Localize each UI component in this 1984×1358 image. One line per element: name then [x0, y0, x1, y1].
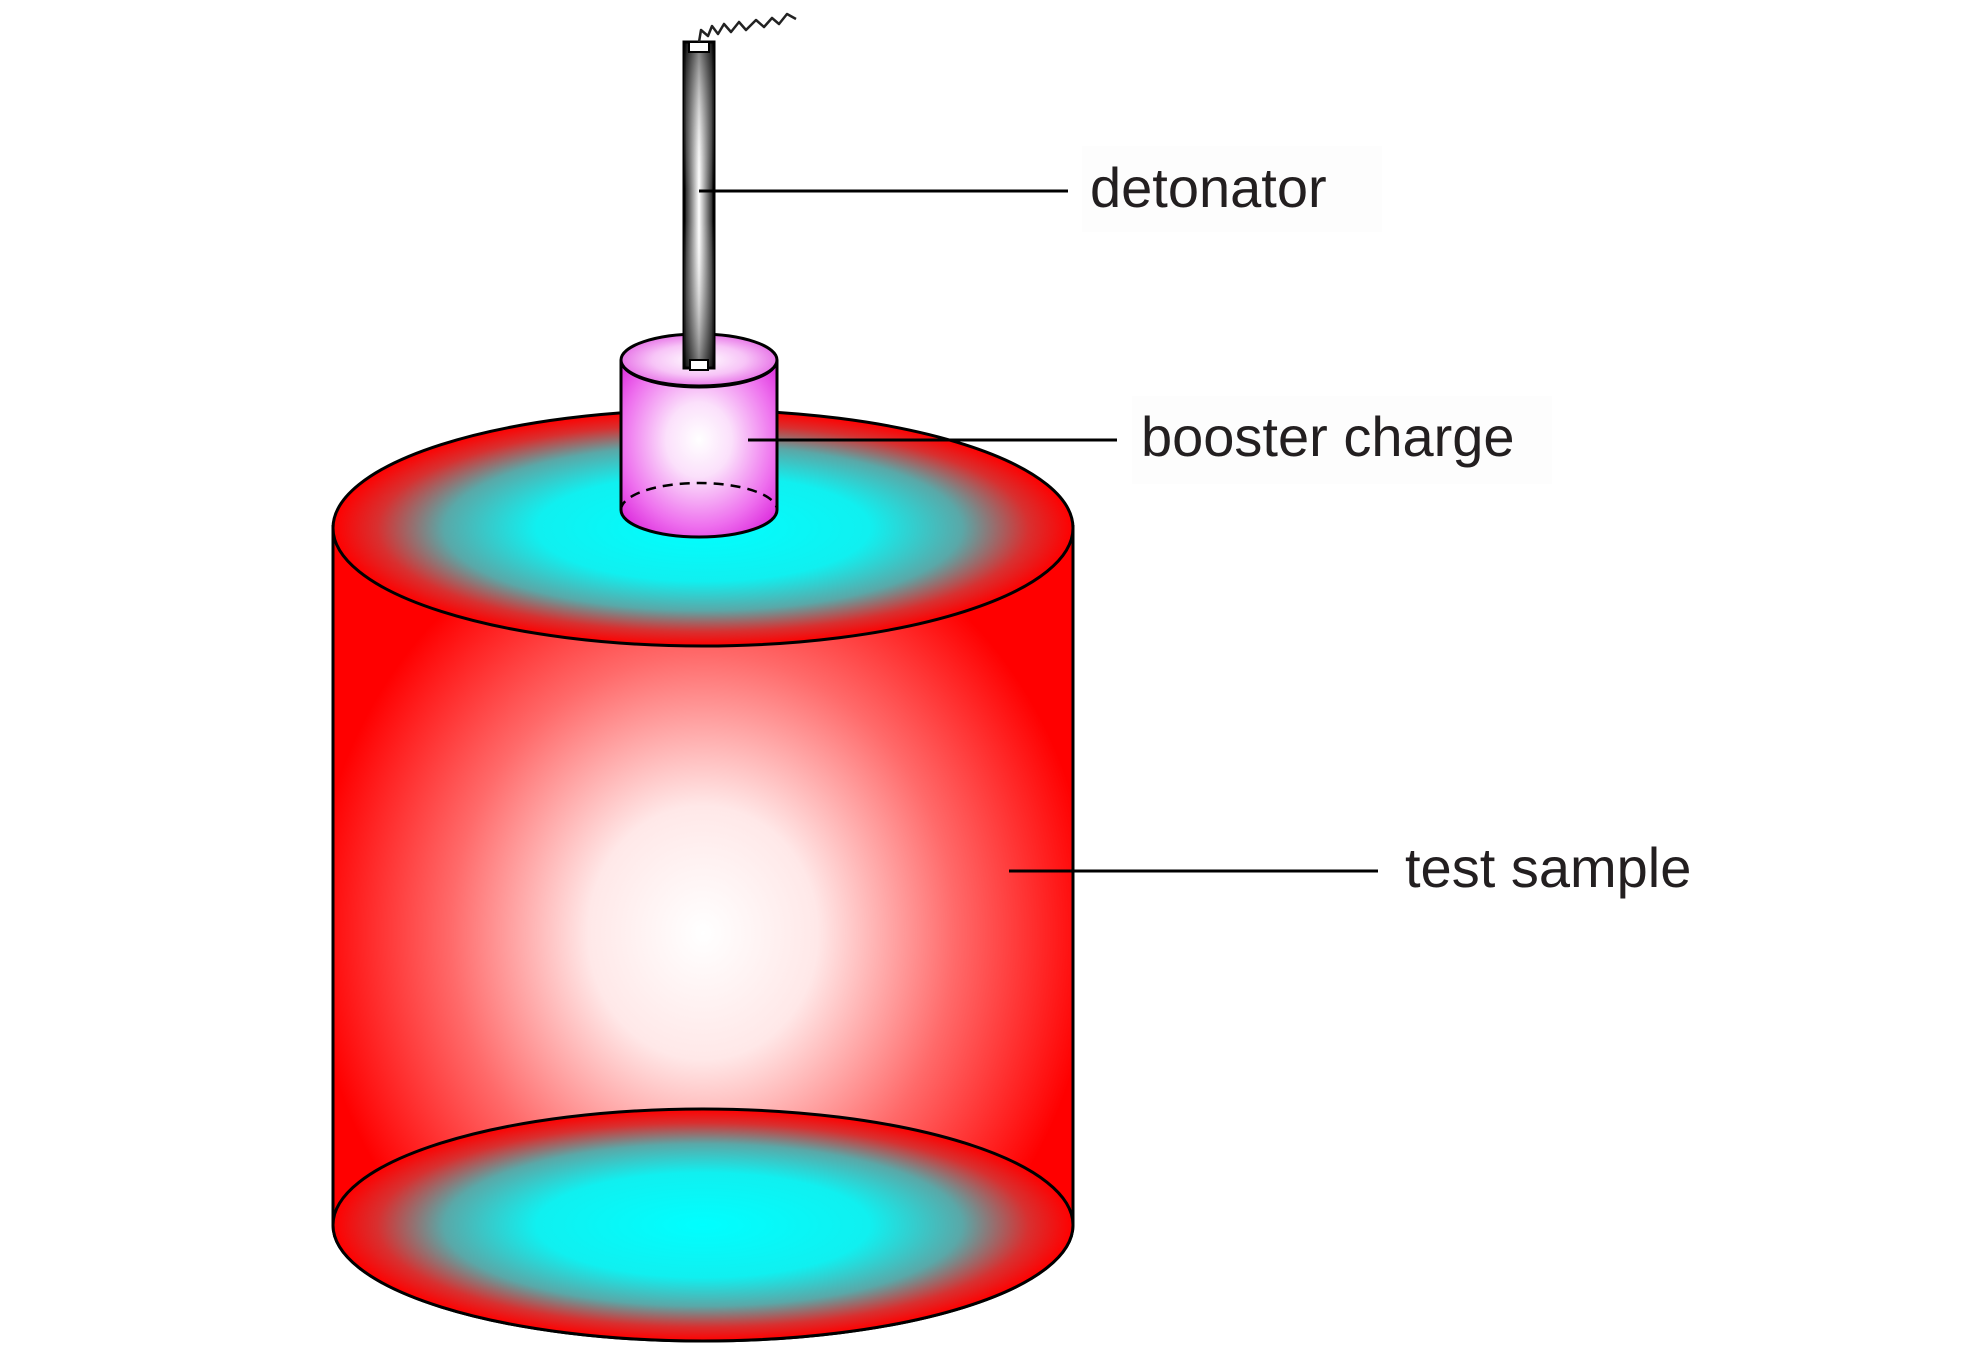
sample-bottom-face [331, 1107, 1075, 1343]
test-sample-cylinder [331, 408, 1075, 1343]
booster-label-bg [1132, 396, 1552, 484]
detonator-label: detonator [1090, 156, 1327, 219]
booster-label: booster charge [1141, 405, 1515, 468]
booster-bottom-rim-hidden [619, 481, 779, 511]
detonator-tube [682, 12, 797, 371]
detonator-label-bg [1082, 146, 1382, 232]
detonator-tip [689, 359, 709, 371]
detonator-wire [697, 12, 797, 43]
sample-label: test sample [1405, 836, 1691, 899]
detonator-cap [688, 41, 710, 53]
